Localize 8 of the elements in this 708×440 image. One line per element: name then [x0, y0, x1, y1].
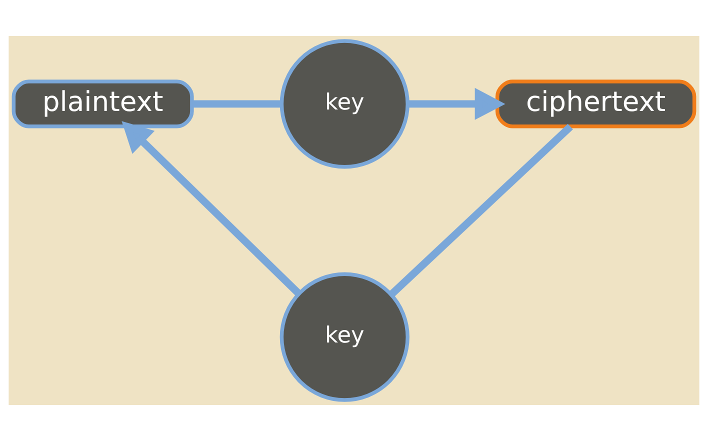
node-box: ciphertext: [496, 79, 696, 128]
arrow: [408, 87, 506, 120]
connector: [388, 123, 573, 297]
node-circle: key: [280, 272, 410, 402]
arrow: [122, 120, 302, 296]
connector: [192, 100, 282, 108]
node-circle: key: [280, 38, 410, 168]
node-box: plaintext: [12, 79, 194, 128]
